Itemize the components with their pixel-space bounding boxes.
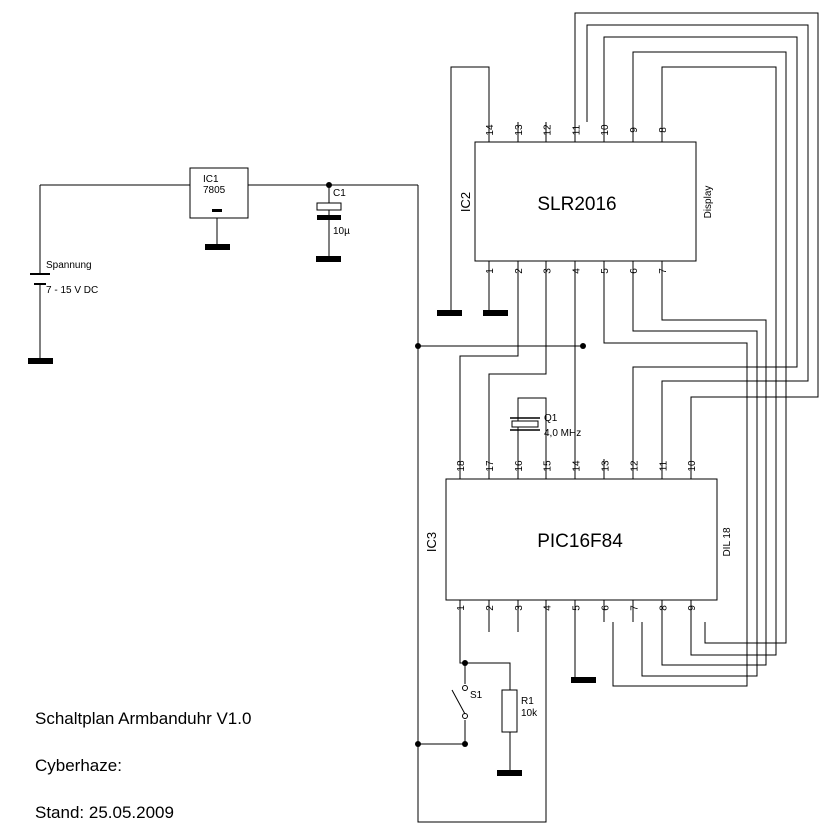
- ic2-pin-stubs: [488, 122, 663, 282]
- ic3-pin-stubs: [459, 459, 692, 632]
- pin-number: 10: [687, 460, 698, 472]
- pin-number: 13: [601, 460, 612, 472]
- ic2-value: SLR2016: [537, 194, 616, 215]
- pin-number: 6: [629, 268, 640, 274]
- ic2-grounds: [437, 66, 508, 316]
- q1-value: 4,0 MHz: [544, 428, 581, 439]
- ic2-body: [474, 141, 697, 262]
- ic1-voltage-regulator: IC1 7805: [189, 167, 418, 250]
- data-bus-wires: [459, 12, 819, 687]
- ic3-top-pin-numbers: 18 17 16 15 14 13 12 11 10: [456, 460, 698, 472]
- pin-number: 7: [658, 268, 669, 274]
- ground-symbol: [316, 256, 341, 262]
- vcc-bus: [415, 185, 586, 808]
- ic1-ref: IC1: [203, 174, 219, 185]
- pin-number: 17: [485, 460, 496, 472]
- pin-number: 1: [456, 605, 467, 611]
- ic2-bottom-pin-numbers: 1 2 3 4 5 6 7: [485, 268, 669, 274]
- pin-number: 11: [571, 124, 582, 135]
- ic3-ref: IC3: [424, 532, 439, 552]
- c1-ref: C1: [333, 188, 346, 199]
- pin-number: 3: [543, 268, 554, 274]
- pin-number: 9: [687, 605, 698, 611]
- pin-number: 9: [629, 127, 640, 133]
- pin-number: 8: [658, 605, 669, 611]
- pin-number: 5: [600, 268, 611, 274]
- pin-number: 4: [543, 605, 554, 611]
- pin-number: 13: [514, 124, 525, 136]
- pin-number: 10: [600, 124, 611, 136]
- pin-number: 14: [572, 460, 583, 472]
- title-text: Schaltplan Armbanduhr V1.0: [35, 709, 251, 728]
- ground-symbol: [497, 770, 522, 776]
- supply-battery: Spannung 7 - 15 V DC: [28, 184, 190, 364]
- pin-number: 1: [485, 268, 496, 274]
- ic3-bottom-pin-numbers: 1 2 3 4 5 6 7 8 9: [456, 605, 698, 611]
- pin-number: 2: [514, 268, 525, 274]
- ground-symbol: [437, 310, 462, 316]
- ic3-value: PIC16F84: [537, 531, 623, 552]
- q1-crystal: Q1 4,0 MHz: [510, 397, 581, 459]
- r1-resistor: [501, 689, 518, 733]
- ic2-side-label: Display: [703, 186, 714, 219]
- pin-number: 15: [543, 460, 554, 472]
- pin-number: 3: [514, 605, 525, 611]
- ic3-side-label: DIL 18: [722, 527, 733, 557]
- pin-number: 5: [572, 605, 583, 611]
- pin-number: 16: [514, 460, 525, 472]
- ic2-top-pin-numbers: 14 13 12 11 10 9 8: [485, 124, 669, 136]
- ic2-ref: IC2: [458, 192, 473, 212]
- ground-symbol: [28, 358, 53, 364]
- s1-ref: S1: [470, 690, 483, 701]
- pin-number: 12: [543, 124, 554, 136]
- supply-range: 7 - 15 V DC: [46, 285, 98, 296]
- date-text: Stand: 25.05.2009: [35, 803, 174, 822]
- ic3-misc-wires: [417, 622, 596, 823]
- pin-number: 14: [485, 124, 496, 136]
- pin-number: 4: [571, 268, 582, 274]
- title-notes: Schaltplan Armbanduhr V1.0 Cyberhaze: St…: [35, 709, 251, 822]
- r1-ref: R1: [521, 696, 534, 707]
- pin-number: 18: [456, 460, 467, 472]
- pin-number: 7: [629, 605, 640, 611]
- pin-number: 11: [658, 460, 669, 471]
- ground-symbol: [205, 244, 230, 250]
- q1-ref: Q1: [544, 413, 558, 424]
- ic3-body: [445, 478, 718, 601]
- author-text: Cyberhaze:: [35, 756, 122, 775]
- ground-symbol: [571, 677, 596, 683]
- pin-number: 12: [629, 460, 640, 472]
- c1-value: 10µ: [333, 226, 350, 237]
- ground-symbol: [483, 310, 508, 316]
- ic1-value: 7805: [203, 185, 226, 196]
- pin-number: 2: [485, 605, 496, 611]
- pin-number: 6: [601, 605, 612, 611]
- s1-push-switch: S1: [415, 663, 483, 747]
- supply-name: Spannung: [46, 260, 92, 271]
- r1-value: 10k: [521, 708, 538, 719]
- pin-number: 8: [658, 127, 669, 133]
- c1-capacitor: C1 10µ: [316, 182, 350, 262]
- reset-circuit: R1 10k: [459, 622, 538, 776]
